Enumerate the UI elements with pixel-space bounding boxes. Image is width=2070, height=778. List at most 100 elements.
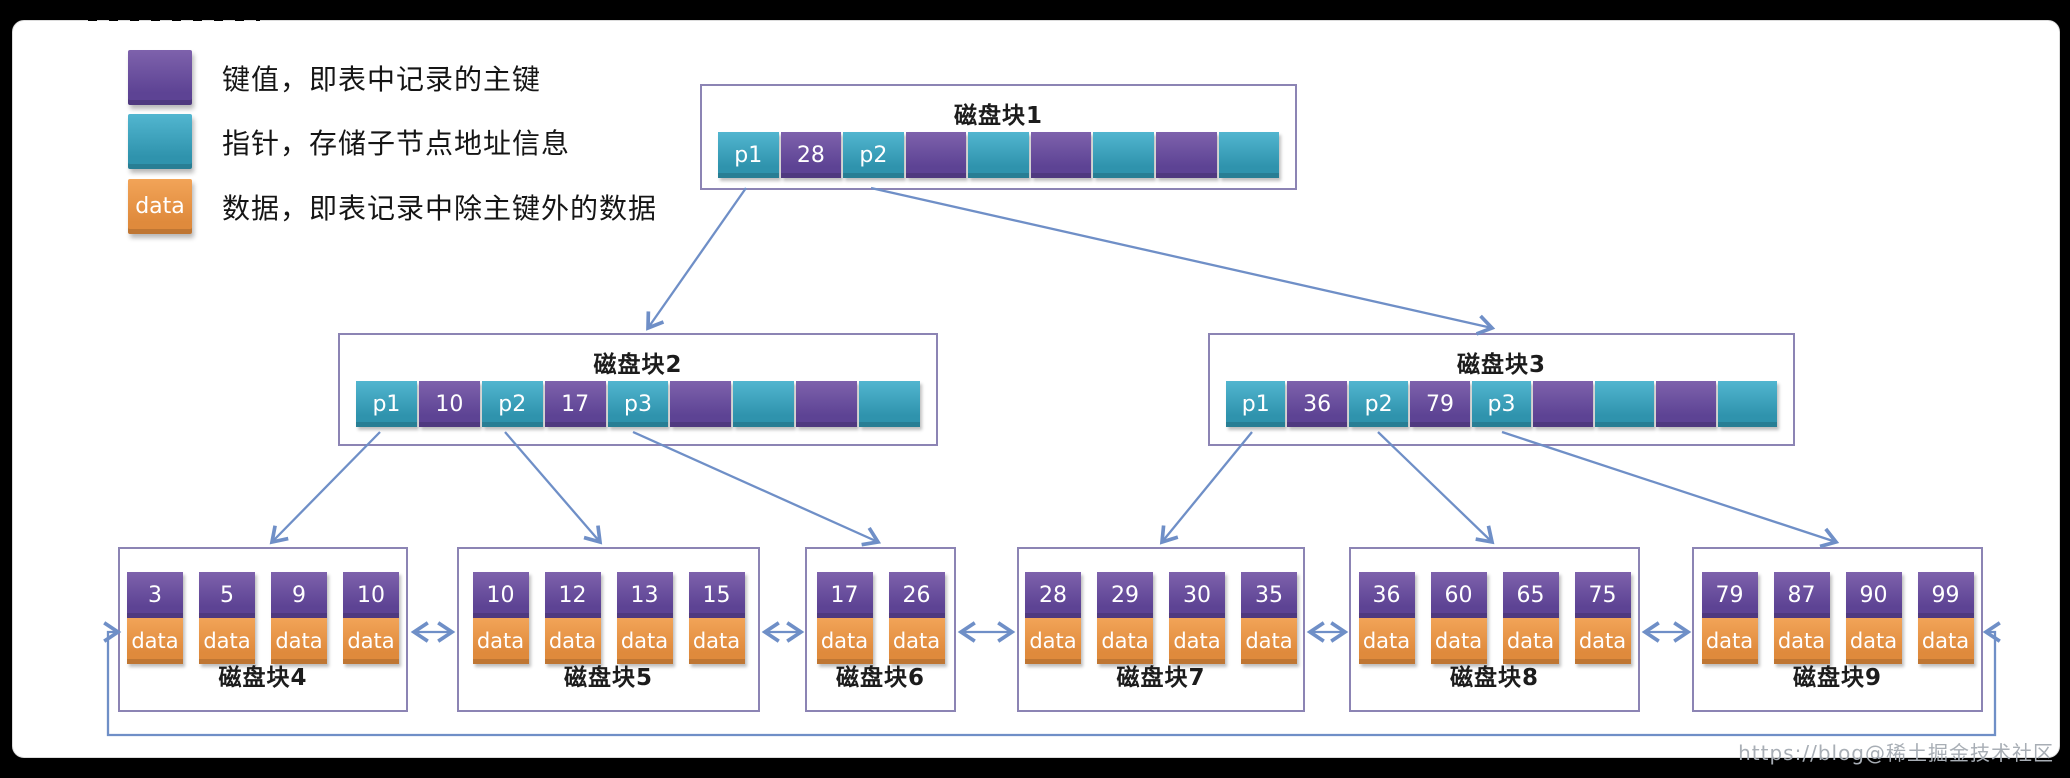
pointer-cell: p1 bbox=[718, 132, 779, 178]
pointer-cell: p1 bbox=[356, 381, 417, 427]
key-swatch bbox=[128, 50, 192, 105]
pointer-cell: p2 bbox=[481, 381, 543, 427]
key-cell: 99 bbox=[1917, 572, 1974, 618]
key-cell bbox=[1533, 381, 1593, 427]
key-cell: 26 bbox=[888, 572, 945, 618]
key-cell: 17 bbox=[816, 572, 873, 618]
key-cell: 90 bbox=[1845, 572, 1902, 618]
key-cell bbox=[1030, 132, 1092, 178]
key-cell: 28 bbox=[1025, 572, 1081, 618]
key-cell: 35 bbox=[1241, 572, 1297, 618]
pointer-cell bbox=[1218, 132, 1280, 178]
cropped-title-text-fragments bbox=[88, 16, 260, 21]
pointer-cell bbox=[859, 381, 921, 427]
node-title: 磁盘块9 bbox=[1792, 665, 1882, 691]
pointer-cell: p1 bbox=[1226, 381, 1286, 427]
key-cell: 15 bbox=[688, 572, 745, 618]
node-title: 磁盘块3 bbox=[1456, 352, 1546, 378]
key-cell bbox=[1656, 381, 1716, 427]
key-cell: 36 bbox=[1287, 381, 1347, 427]
pointer-cell bbox=[1717, 381, 1777, 427]
key-cell: 30 bbox=[1169, 572, 1225, 618]
key-cell bbox=[670, 381, 732, 427]
pointer-cell: p2 bbox=[1348, 381, 1409, 427]
node-title: 磁盘块8 bbox=[1449, 665, 1539, 691]
node-title: 磁盘块6 bbox=[835, 665, 925, 691]
pointer-swatch bbox=[128, 114, 192, 169]
node-title: 磁盘块7 bbox=[1116, 665, 1206, 691]
legend-label-key: 键值，即表中记录的主键 bbox=[222, 62, 542, 96]
key-cell: 60 bbox=[1430, 572, 1487, 618]
key-cell bbox=[1155, 132, 1217, 178]
key-cell: 5 bbox=[199, 572, 255, 618]
key-cell: 79 bbox=[1410, 381, 1470, 427]
key-cell: 36 bbox=[1358, 572, 1415, 618]
pointer-cell: p2 bbox=[843, 132, 904, 178]
key-cell: 10 bbox=[472, 572, 529, 618]
legend-item-pointer: 指针，存储子节点地址信息 bbox=[128, 114, 570, 169]
key-cell: 9 bbox=[271, 572, 327, 618]
pointer-cell: p3 bbox=[1471, 381, 1532, 427]
data-swatch: data bbox=[128, 179, 192, 234]
key-cell: 3 bbox=[127, 572, 183, 618]
key-cell: 17 bbox=[544, 381, 606, 427]
node-title: 磁盘块4 bbox=[218, 665, 308, 691]
key-cell: 75 bbox=[1574, 572, 1631, 618]
node-title: 磁盘块1 bbox=[953, 103, 1043, 129]
legend-item-data: data 数据，即表记录中除主键外的数据 bbox=[128, 179, 657, 234]
key-cell: 79 bbox=[1701, 572, 1758, 618]
pointer-cell bbox=[1594, 381, 1655, 427]
key-cell: 13 bbox=[616, 572, 673, 618]
key-cell: 28 bbox=[780, 132, 842, 178]
pointer-cell bbox=[1093, 132, 1154, 178]
legend-label-pointer: 指针，存储子节点地址信息 bbox=[222, 126, 571, 160]
legend-item-key: 键值，即表中记录的主键 bbox=[128, 50, 541, 105]
key-cell bbox=[796, 381, 858, 427]
key-cell: 29 bbox=[1097, 572, 1153, 618]
key-cell: 10 bbox=[343, 572, 399, 618]
key-cell: 87 bbox=[1773, 572, 1830, 618]
watermark-text: https://blog@稀土掘金技术社区 bbox=[1738, 741, 2054, 765]
node-title: 磁盘块2 bbox=[593, 352, 683, 378]
key-cell bbox=[905, 132, 967, 178]
key-cell: 10 bbox=[418, 381, 480, 427]
legend-label-data: 数据，即表记录中除主键外的数据 bbox=[222, 191, 658, 225]
